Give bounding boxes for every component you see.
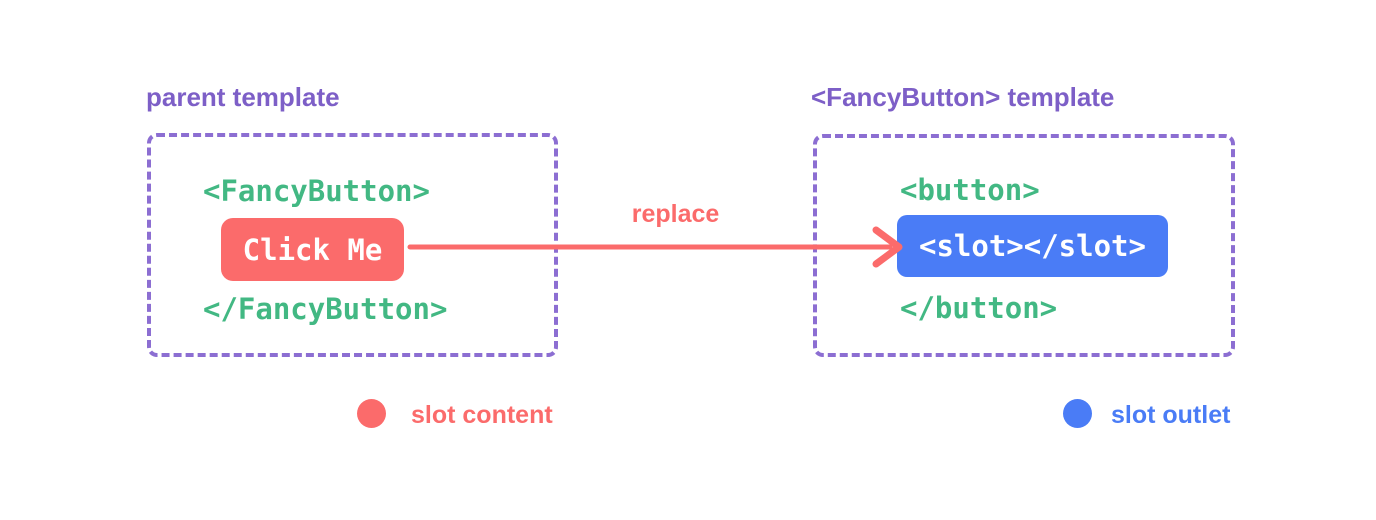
button-close-tag: </button> [900,291,1058,325]
replace-arrow [407,226,903,268]
slot-content-legend-label: slot content [411,401,553,429]
slot-outlet-label: <slot></slot> [919,229,1146,263]
fancybutton-template-title: <FancyButton> template [811,82,1115,112]
slot-outlet-box: <slot></slot> [897,215,1168,277]
slot-content-dot-icon [357,399,386,428]
fancybutton-open-tag: <FancyButton> [203,174,430,208]
slot-outlet-dot-icon [1063,399,1092,428]
replace-label: replace [631,200,720,228]
click-me-button: Click Me [221,218,404,281]
click-me-button-label: Click Me [242,232,383,267]
button-open-tag: <button> [900,173,1040,207]
fancybutton-close-tag: </FancyButton> [203,292,448,326]
slot-outlet-legend-label: slot outlet [1111,401,1231,429]
parent-template-title: parent template [146,82,340,112]
